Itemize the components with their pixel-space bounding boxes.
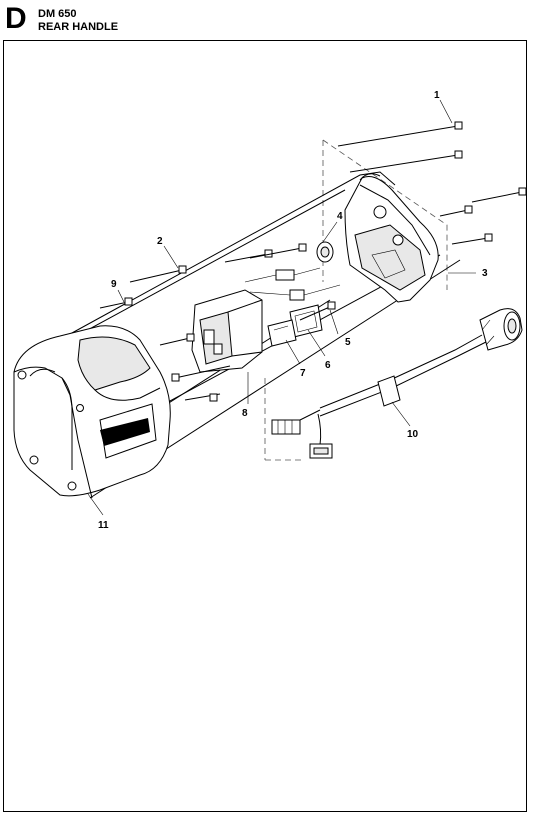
connector <box>267 319 297 347</box>
callout-1: 1 <box>434 90 440 101</box>
grommet <box>316 241 334 263</box>
section-letter: D <box>5 2 27 35</box>
switch-bracket <box>191 289 263 373</box>
callout-11: 11 <box>98 520 109 531</box>
rear-handle-half <box>344 173 439 303</box>
callout-6: 6 <box>325 360 331 371</box>
callout-10: 10 <box>407 429 419 440</box>
callout-4: 4 <box>337 211 343 222</box>
section-title: REAR HANDLE <box>38 21 119 33</box>
callout-9: 9 <box>111 279 117 290</box>
callout-5: 5 <box>345 337 351 348</box>
model-name: DM 650 <box>38 8 77 20</box>
callout-leaders <box>87 99 476 516</box>
callout-3: 3 <box>482 268 488 279</box>
diagram-frame <box>3 40 527 812</box>
callout-8: 8 <box>242 408 248 419</box>
callout-2: 2 <box>157 236 163 247</box>
screws <box>99 121 527 402</box>
callout-7: 7 <box>300 368 306 379</box>
wire-connectors <box>244 267 341 301</box>
power-cable <box>271 308 523 459</box>
